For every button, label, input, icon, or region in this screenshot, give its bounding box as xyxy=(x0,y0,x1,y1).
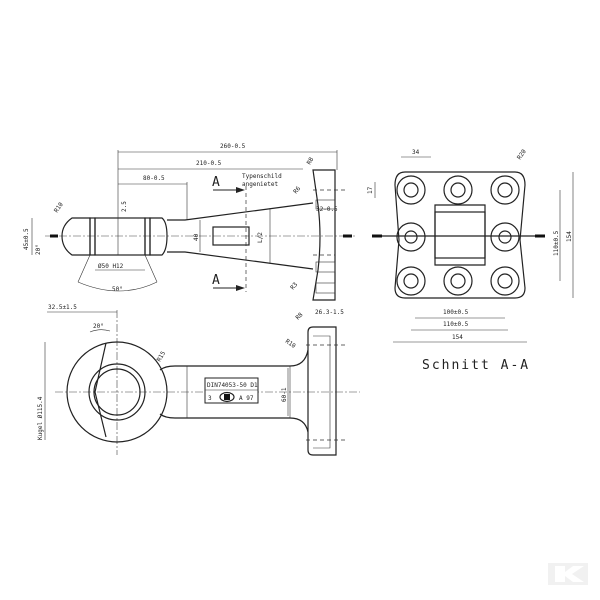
dim-r15: R15 xyxy=(156,350,168,363)
dim-r8b: R8 xyxy=(294,311,304,321)
dim-210: 210-0.5 xyxy=(196,160,222,167)
dim-r20: R20 xyxy=(516,148,528,161)
dim-110-horizontal: 110±0.5 xyxy=(443,321,469,328)
section-mark-bottom: A xyxy=(212,273,220,288)
shank-section xyxy=(434,211,486,259)
dim-26: 26.3-1.5 xyxy=(315,309,344,316)
dim-45: 45±0.5 xyxy=(23,228,30,250)
dim-20deg: 20° xyxy=(35,244,42,255)
side-flange xyxy=(307,326,337,456)
dim-34: 34 xyxy=(412,149,420,156)
section-a-a: 34 R20 17 110±0.5 154 100±0.5 110±0.5 15… xyxy=(367,148,574,373)
type-plate xyxy=(204,377,259,404)
dim-154-vertical: 154 xyxy=(566,231,573,242)
dim-32: 32-0.5 xyxy=(316,206,338,213)
dim-r6: R6 xyxy=(292,185,302,195)
dim-50deg: 50° xyxy=(112,286,123,293)
eye-hole xyxy=(93,368,141,416)
dim-100: 100±0.5 xyxy=(443,309,469,316)
watermark-logo xyxy=(548,563,588,585)
dim-r10: R10 xyxy=(53,201,65,214)
shank xyxy=(167,202,314,270)
plate-line-2-right: A 97 xyxy=(239,395,254,402)
dim-ball: Kugel Ø115.4 xyxy=(37,396,44,440)
dim-260: 260-0.5 xyxy=(220,143,246,150)
section-mark-top: A xyxy=(212,175,220,190)
bolt-holes xyxy=(396,175,520,296)
dim-32-5: 32.5±1.5 xyxy=(48,304,77,311)
ball-eye xyxy=(66,341,168,443)
side-shank xyxy=(159,349,309,433)
typeplate-note: Typenschild xyxy=(242,173,282,180)
flange xyxy=(312,169,336,301)
dim-r3: R3 xyxy=(289,281,299,291)
dim-80: 80-0.5 xyxy=(143,175,165,182)
dim-20deg-side: 20° xyxy=(93,323,104,330)
side-view: DIN74053-50 D1 3 A 97 32.5±1.5 20° R15 R… xyxy=(37,304,360,456)
typeplate-slot xyxy=(212,226,250,246)
eye-left-section xyxy=(61,217,91,256)
dim-110-vertical: 110±0.5 xyxy=(553,230,560,256)
dim-60: 60-1 xyxy=(281,387,288,402)
plate-line-2-left: 3 xyxy=(208,395,212,402)
dim-154-horizontal: 154 xyxy=(452,334,463,341)
dim-2-5: 2.5 xyxy=(121,201,128,212)
top-view: 260-0.5 210-0.5 80-0.5 45±0.5 20° R10 2.… xyxy=(23,143,355,321)
dim-17: 17 xyxy=(367,186,374,194)
plate-outline xyxy=(394,171,526,299)
section-title: Schnitt A-A xyxy=(422,358,530,373)
plate-line-1: DIN74053-50 D1 xyxy=(207,382,258,389)
dim-r8: R8 xyxy=(306,156,316,166)
dim-l2: L/2 xyxy=(257,232,264,243)
typeplate-note-2: angenietet xyxy=(242,181,279,188)
dim-50h12: Ø50 H12 xyxy=(98,263,124,270)
eye-bore xyxy=(94,217,146,256)
approval-mark-icon xyxy=(224,394,230,400)
dim-40: 40 xyxy=(193,233,200,241)
dim-r10: R10 xyxy=(284,338,297,350)
